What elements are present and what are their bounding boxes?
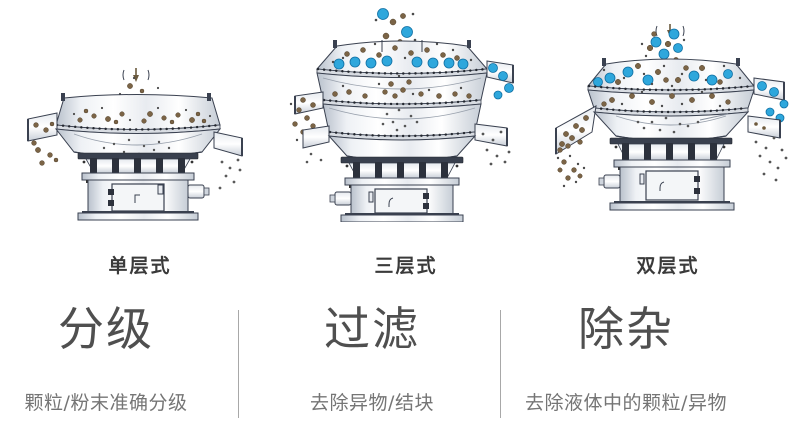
base-body [87, 179, 210, 214]
bottom-flange [609, 201, 735, 211]
single-layer-sieve-drawing [27, 68, 243, 221]
access-door [645, 170, 699, 201]
bottom-flange [340, 213, 464, 222]
three-layer-sieve-illustration [287, 6, 517, 222]
base-body [329, 184, 454, 216]
right-outlet-deck1 [753, 77, 789, 123]
function-subtitle-filtering: 去除异物/结块 [310, 392, 434, 414]
vibration-motor [329, 191, 352, 206]
double-layer-sieve-illustration [552, 22, 792, 222]
falling-particles [640, 28, 686, 69]
right-outlet-deck2 [747, 115, 788, 182]
access-door [374, 188, 428, 214]
function-title-grading: 分级 [58, 302, 154, 356]
column-divider [500, 310, 501, 418]
machine-type-label-double: 双层式 [636, 255, 700, 277]
feed-inlet-arrow-icon [122, 68, 150, 82]
left-outlet-chute [555, 105, 597, 188]
support-posts [85, 158, 191, 174]
function-title-filtering: 过滤 [324, 302, 420, 356]
base-body [598, 166, 725, 204]
right-outlet-deck1 [486, 60, 514, 100]
column-divider [238, 310, 239, 418]
right-outlet-chute [213, 131, 243, 190]
bottom-flange [77, 211, 199, 221]
mid-wall-2 [322, 103, 482, 137]
access-door [111, 183, 165, 212]
function-title-impurity-removal: 除杂 [578, 302, 674, 356]
deck1-particles [593, 63, 742, 88]
left-outlet-chute [27, 112, 59, 166]
vibration-motor [598, 174, 621, 189]
deck-particles [72, 106, 212, 125]
three-layer-sieve-drawing [289, 8, 514, 222]
top-bowl [55, 93, 221, 130]
single-layer-sieve-illustration [24, 64, 248, 222]
left-outlet-deck3 [302, 125, 330, 164]
right-outlet-deck3 [474, 123, 511, 166]
mid-wall-1 [316, 72, 488, 105]
deck1-particles [331, 42, 473, 70]
support-posts [348, 162, 456, 179]
machine-type-label-single: 单层式 [108, 255, 172, 277]
double-layer-sieve-drawing [555, 24, 789, 211]
machine-type-label-triple: 三层式 [374, 255, 438, 277]
function-subtitle-grading: 颗粒/粉末准确分级 [24, 392, 188, 414]
lower-bowl [592, 111, 750, 142]
function-subtitle-impurity-removal: 去除液体中的颗粒/异物 [525, 392, 727, 414]
vibration-motor [187, 184, 210, 199]
support-posts [617, 143, 725, 161]
